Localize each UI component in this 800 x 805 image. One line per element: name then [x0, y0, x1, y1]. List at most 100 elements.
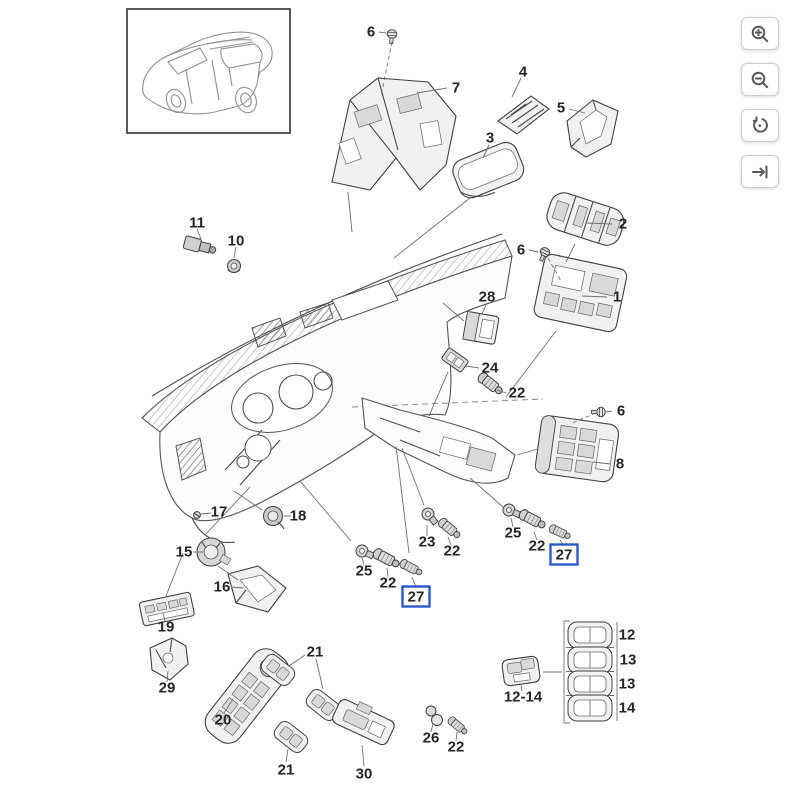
- part-30-switch: [332, 699, 395, 746]
- svg-text:8: 8: [616, 456, 624, 473]
- center-vent-right: [299, 302, 334, 329]
- vehicle-sketch: [142, 31, 273, 115]
- part-label-2[interactable]: 2: [619, 216, 627, 233]
- svg-text:27: 27: [556, 547, 573, 564]
- svg-text:25: 25: [505, 525, 522, 542]
- center-display-opening: [331, 280, 399, 321]
- part-label-7[interactable]: 7: [452, 80, 460, 97]
- part-label-13[interactable]: 13: [619, 676, 636, 693]
- part-label-21[interactable]: 21: [307, 644, 324, 661]
- svg-text:28: 28: [479, 289, 496, 306]
- svg-text:6: 6: [367, 24, 375, 41]
- part-label-20[interactable]: 20: [215, 712, 232, 729]
- part-label-5[interactable]: 5: [557, 100, 565, 117]
- part-label-27[interactable]: 27: [401, 585, 431, 608]
- console-carrier: [351, 397, 544, 484]
- part-label-3[interactable]: 3: [486, 130, 494, 147]
- svg-text:24: 24: [482, 360, 499, 377]
- svg-text:17: 17: [211, 504, 228, 521]
- part-label-28[interactable]: 28: [479, 289, 496, 306]
- zoom-out-button[interactable]: [741, 63, 779, 96]
- svg-text:18: 18: [290, 508, 307, 525]
- leader-lines: [162, 31, 613, 767]
- part-label-22[interactable]: 22: [448, 739, 465, 756]
- viewer-toolbar: [741, 17, 779, 188]
- part-label-6[interactable]: 6: [517, 242, 525, 259]
- part-label-18[interactable]: 18: [290, 508, 307, 525]
- svg-text:29: 29: [159, 680, 176, 697]
- rocker-switch-column: [563, 620, 618, 724]
- part-label-1[interactable]: 1: [613, 289, 621, 306]
- part-label-17[interactable]: 17: [211, 504, 228, 521]
- reset-view-button[interactable]: [741, 109, 779, 142]
- part-label-22[interactable]: 22: [509, 385, 526, 402]
- svg-text:12-14: 12-14: [504, 689, 543, 706]
- part-28-switch: [462, 310, 500, 345]
- part-label-23[interactable]: 23: [419, 534, 436, 551]
- part-label-14[interactable]: 14: [619, 700, 636, 717]
- part-7-console-bracket: [331, 77, 457, 191]
- part-17-screw: [193, 511, 201, 519]
- arrow-to-bar-icon: [752, 165, 768, 178]
- pan-to-edge-button[interactable]: [741, 155, 779, 188]
- rocker-13a: [567, 646, 613, 674]
- part-22-bulb-bottom: [446, 714, 470, 737]
- part-label-12-14[interactable]: 12-14: [504, 689, 543, 706]
- magnifier-minus-icon: [751, 71, 769, 88]
- part-label-11[interactable]: 11: [189, 215, 205, 232]
- part-label-22[interactable]: 22: [444, 543, 461, 560]
- part-11-sensor: [182, 235, 217, 254]
- svg-text:22: 22: [380, 575, 397, 592]
- part-label-21[interactable]: 21: [278, 762, 295, 779]
- part-label-16[interactable]: 16: [214, 579, 231, 596]
- part-label-25[interactable]: 25: [356, 563, 373, 580]
- part-16-bracket: [227, 565, 287, 613]
- svg-text:1: 1: [613, 289, 621, 306]
- part-1-console-panel: [533, 253, 628, 333]
- side-vent-left: [175, 437, 207, 481]
- part-2-switch-cluster: [546, 192, 625, 246]
- rocker-14: [567, 694, 613, 722]
- part-label-25[interactable]: 25: [505, 525, 522, 542]
- part-label-22[interactable]: 22: [529, 538, 546, 555]
- dashboard-assembly: [141, 233, 513, 544]
- svg-text:20: 20: [215, 712, 232, 729]
- svg-text:23: 23: [419, 534, 436, 551]
- center-vent-left: [251, 317, 287, 348]
- part-label-6[interactable]: 6: [367, 24, 375, 41]
- svg-text:27: 27: [408, 589, 425, 606]
- part-label-27[interactable]: 27: [549, 543, 579, 566]
- part-label-22[interactable]: 22: [380, 575, 397, 592]
- svg-text:7: 7: [452, 80, 460, 97]
- svg-text:11: 11: [189, 215, 205, 232]
- part-label-30[interactable]: 30: [356, 766, 373, 783]
- zoom-in-button[interactable]: [741, 17, 779, 50]
- svg-text:13: 13: [619, 676, 636, 693]
- part-label-8[interactable]: 8: [616, 456, 624, 473]
- part-label-19[interactable]: 19: [158, 619, 175, 636]
- svg-text:22: 22: [529, 538, 546, 555]
- svg-text:14: 14: [619, 700, 636, 717]
- svg-text:6: 6: [617, 403, 625, 420]
- part-label-12[interactable]: 12: [619, 627, 636, 644]
- svg-text:19: 19: [158, 619, 175, 636]
- part-label-24[interactable]: 24: [482, 360, 499, 377]
- part-label-10[interactable]: 10: [228, 233, 245, 250]
- part-label-26[interactable]: 26: [423, 730, 440, 747]
- part-label-29[interactable]: 29: [159, 680, 176, 697]
- svg-text:25: 25: [356, 563, 373, 580]
- highlight-box: [549, 543, 579, 566]
- rotate-ccw-icon: [752, 115, 768, 133]
- part-label-4[interactable]: 4: [519, 64, 528, 81]
- part-label-13[interactable]: 13: [620, 652, 637, 669]
- svg-text:10: 10: [228, 233, 245, 250]
- part-label-6[interactable]: 6: [617, 403, 625, 420]
- part-19-switch-panel: [138, 591, 195, 627]
- part-label-15[interactable]: 15: [176, 544, 193, 561]
- svg-text:5: 5: [557, 100, 565, 117]
- part-18-knob: [263, 506, 285, 530]
- svg-text:30: 30: [356, 766, 373, 783]
